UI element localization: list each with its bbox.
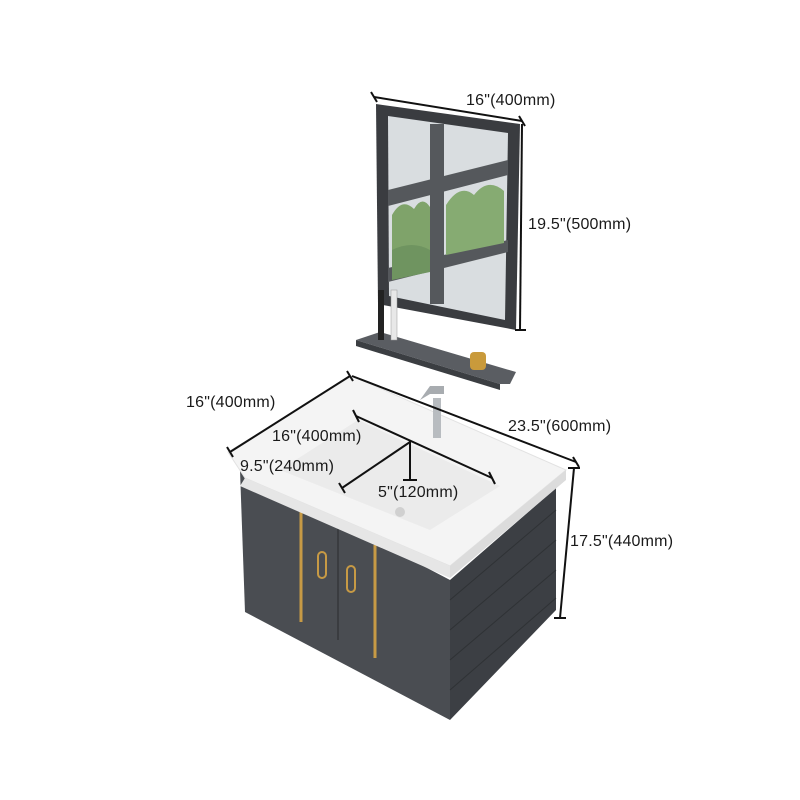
dimension-lines [226, 91, 580, 619]
basin [227, 375, 567, 578]
mirror [376, 104, 520, 330]
shelf [356, 289, 516, 390]
basin-depth-label: 9.5"(240mm) [240, 458, 335, 475]
mirror-height-label: 19.5"(500mm) [528, 216, 632, 233]
vanity-height-label: 17.5"(440mm) [570, 533, 674, 550]
mirror-width-label: 16"(400mm) [466, 92, 556, 109]
basin-width-label: 16"(400mm) [272, 428, 362, 445]
basin-bowl-depth-label: 5"(120mm) [378, 484, 459, 501]
vanity-cabinet [240, 470, 557, 720]
vanity-width-label: 23.5"(600mm) [508, 418, 612, 435]
vanity-depth-label: 16"(400mm) [186, 394, 276, 411]
